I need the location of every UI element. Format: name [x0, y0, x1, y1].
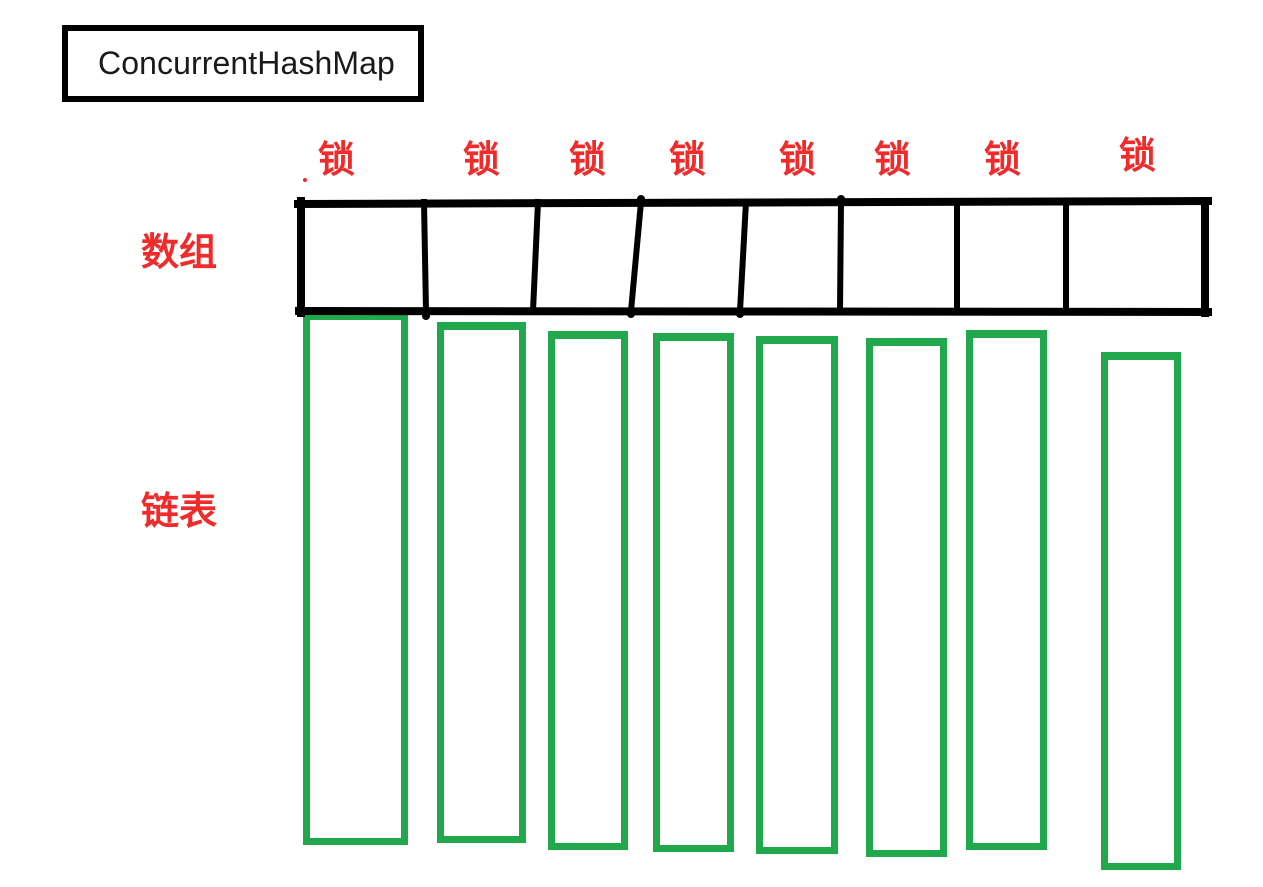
ink-blob-2 — [837, 195, 845, 203]
ink-blob-5 — [736, 310, 744, 318]
array-divider-1 — [420, 198, 430, 315]
lock-label-4: 锁 — [669, 138, 706, 181]
chain-rect-6 — [866, 338, 947, 857]
chain-rect-5 — [756, 336, 838, 854]
array-divider-5 — [836, 198, 845, 315]
chain-rect-3 — [548, 331, 628, 850]
ink-blob-3 — [422, 312, 430, 320]
title-box: ConcurrentHashMap — [62, 25, 424, 102]
chain-rect-1 — [303, 312, 408, 845]
chain-rect-7 — [966, 330, 1047, 850]
ink-dot — [303, 178, 307, 182]
lock-label-2: 锁 — [463, 138, 500, 181]
lock-label-3: 锁 — [569, 138, 606, 181]
array-divider-2 — [529, 198, 542, 315]
lock-label-6: 锁 — [874, 138, 911, 181]
ink-blob-1 — [637, 195, 645, 203]
chain-rect-4 — [653, 333, 734, 852]
lock-label-1: 锁 — [318, 138, 355, 181]
page-title: ConcurrentHashMap — [98, 45, 395, 81]
lock-label-7: 锁 — [984, 138, 1021, 181]
array-divider-4 — [736, 198, 750, 315]
array-top-edge — [293, 196, 1213, 209]
array-divider-3 — [627, 198, 645, 315]
chain-rect-8 — [1101, 352, 1181, 870]
lock-label-8: 锁 — [1119, 134, 1156, 177]
ink-blob-4 — [627, 310, 635, 318]
array-bottom-edge — [294, 306, 1213, 317]
linked-list-label: 链表 — [141, 489, 218, 533]
lock-label-5: 锁 — [779, 138, 816, 181]
array-label: 数组 — [141, 230, 218, 274]
chain-rect-2 — [437, 322, 526, 843]
